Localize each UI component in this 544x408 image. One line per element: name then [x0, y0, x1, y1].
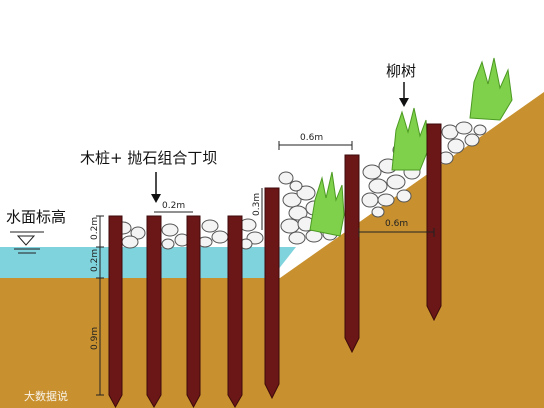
- dim-top-spacing: 0.6m: [300, 133, 323, 143]
- dimension-lines: [96, 141, 435, 396]
- structure-label: 木桩+ 抛石组合丁坝: [80, 149, 217, 167]
- pile-2: [146, 215, 162, 408]
- willow-label: 柳树: [386, 62, 416, 80]
- dim-water-depth: 0.2m: [90, 249, 100, 272]
- pile-6: [344, 154, 360, 354]
- dim-pile-spacing: 0.2m: [162, 201, 185, 211]
- label-arrows: [151, 82, 409, 203]
- pile-4: [227, 215, 243, 408]
- watermark: 大数据说: [24, 389, 68, 403]
- wood-piles: [108, 123, 442, 408]
- soil-ground: [0, 92, 544, 408]
- pile-7: [426, 123, 442, 322]
- water-level-label: 水面标高: [6, 208, 66, 226]
- dim-stone-height-left: 0.2m: [90, 217, 100, 240]
- dim-pile-embed: 0.9m: [90, 327, 100, 350]
- pile-5: [264, 187, 280, 400]
- dim-slope-spacing: 0.6m: [385, 219, 408, 229]
- dim-stone-height-right: 0.3m: [252, 193, 262, 216]
- water-level-marker: [10, 231, 44, 254]
- pile-3: [186, 215, 201, 408]
- pile-1: [108, 215, 123, 408]
- willow-shrubs: [309, 57, 513, 237]
